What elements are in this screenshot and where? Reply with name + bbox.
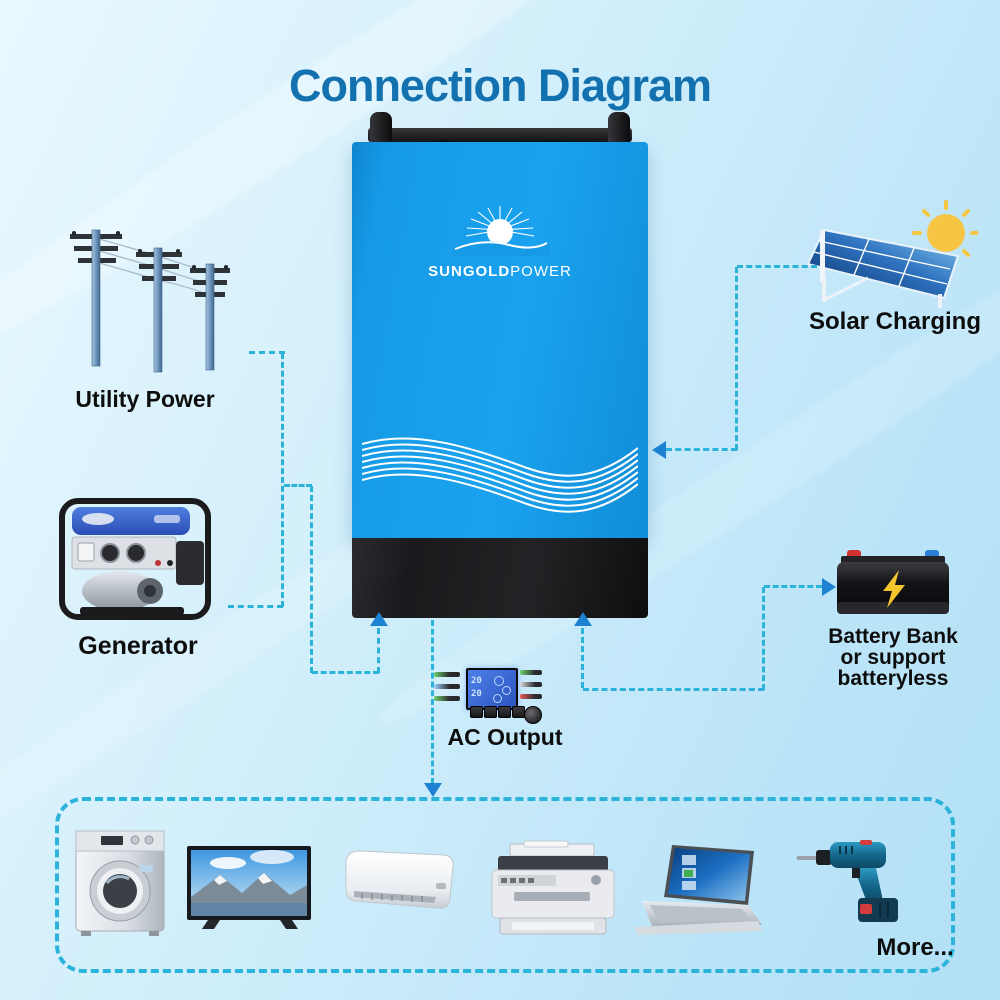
lcd-value: 20: [471, 689, 482, 699]
inverter-device: SUNGOLDPOWER 20 20: [350, 112, 650, 724]
panel-knob: [524, 706, 542, 724]
utility-line-segment: [249, 351, 285, 354]
panel-button: [512, 706, 525, 718]
lcd-icon: [493, 694, 502, 703]
branch-segment: [312, 671, 379, 674]
solar-line-segment: [666, 448, 737, 451]
status-led: [434, 672, 460, 677]
solar-panel-icon: [806, 200, 978, 308]
panel: [806, 228, 960, 308]
generator-line-segment: [228, 605, 283, 608]
page-title: Connection Diagram: [288, 60, 712, 112]
inverter-front-panel: SUNGOLDPOWER: [352, 142, 648, 538]
battery-label-line3: batteryless: [837, 667, 949, 690]
tv-icon: [187, 846, 311, 929]
ac-output-label: AC Output: [447, 724, 563, 750]
lcd-value: 20: [471, 676, 482, 686]
utility-poles-icon: [70, 229, 230, 373]
appliance-box: [55, 797, 955, 973]
bracket-hook-left: [370, 112, 392, 146]
generator-label: Generator: [78, 632, 198, 660]
battery-line-segment: [583, 688, 764, 691]
wave-decoration: [362, 437, 638, 513]
solar-charging-label: Solar Charging: [808, 308, 982, 335]
status-led: [520, 682, 542, 687]
utility-generator-trunk-segment: [281, 353, 284, 607]
status-led: [434, 696, 460, 701]
washing-machine-icon: [75, 830, 165, 936]
battery-line-segment: [762, 587, 765, 690]
arrow-into-inverter-ac-in: [370, 612, 388, 626]
status-led: [434, 684, 460, 689]
bracket-hook-right: [608, 112, 630, 146]
branch-segment: [310, 486, 313, 673]
solar-line-segment: [737, 265, 817, 268]
mounting-bracket: [368, 128, 632, 142]
arrow-into-appliance-box: [424, 783, 442, 797]
brand-logo: SUNGOLDPOWER: [352, 204, 648, 280]
panel-button: [498, 706, 511, 718]
battery-label-line1: Battery Bank: [828, 625, 958, 648]
solar-line-segment: [735, 267, 738, 450]
panel-button: [484, 706, 497, 718]
laptop-icon: [634, 845, 762, 935]
inverter-control-panel: 20 20: [352, 538, 648, 724]
battery-line-segment: [581, 628, 584, 688]
arrow-into-inverter-battery: [574, 612, 592, 626]
sun-logo-icon: [453, 206, 549, 256]
branch-segment: [377, 628, 380, 673]
battery-label-line2: or support: [840, 646, 946, 669]
arrow-into-battery: [822, 578, 836, 596]
utility-power-label: Utility Power: [75, 386, 215, 412]
status-led: [520, 694, 542, 699]
air-conditioner-icon: [345, 850, 454, 909]
more-label: More...: [876, 934, 954, 961]
ac-output-line-segment: [431, 620, 434, 784]
status-led: [520, 670, 542, 675]
panel-button: [470, 706, 483, 718]
branch-segment: [284, 484, 312, 487]
generator-icon: [59, 498, 211, 620]
lcd-icon: [502, 686, 511, 695]
brand-power: POWER: [510, 263, 572, 280]
battery-line-segment: [764, 585, 822, 588]
arrow-into-inverter-pv-in: [652, 441, 666, 459]
lcd-icon: [494, 676, 504, 686]
battery-bank-label: Battery Bank or support batteryless: [808, 626, 978, 689]
lcd-display: 20 20: [466, 668, 518, 710]
brand-name: SUNGOLDPOWER: [352, 263, 648, 280]
drill-icon: [796, 840, 898, 922]
battery-icon: [837, 550, 949, 614]
printer-icon: [491, 840, 615, 935]
brand-sungold: SUNGOLD: [428, 263, 511, 280]
